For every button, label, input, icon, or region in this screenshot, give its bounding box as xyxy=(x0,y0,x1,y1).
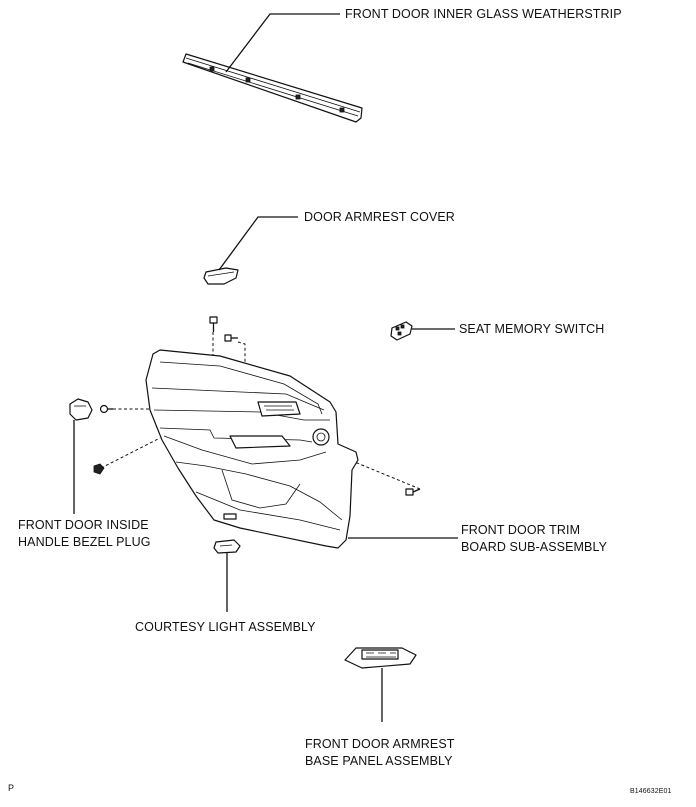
bezel-plug-label-line1: FRONT DOOR INSIDE xyxy=(18,518,149,532)
corner-mark: P xyxy=(8,783,15,793)
armrest-base-panel-icon xyxy=(344,647,417,669)
armrest-cover-part-icon xyxy=(203,267,239,285)
figure-code: B146632E01 xyxy=(630,788,672,795)
seat-memory-switch-label: SEAT MEMORY SWITCH xyxy=(459,322,605,336)
weatherstrip-leader xyxy=(225,13,340,73)
base-panel-label-line1: FRONT DOOR ARMREST xyxy=(305,737,455,751)
screw-icon xyxy=(93,316,421,496)
armrest-cover-leader xyxy=(218,216,298,271)
base-panel-label-line2: BASE PANEL ASSEMBLY xyxy=(305,754,453,768)
armrest-cover-label: DOOR ARMREST COVER xyxy=(304,210,455,224)
trim-board-label-line1: FRONT DOOR TRIM xyxy=(461,523,581,537)
trim-board-label-line2: BOARD SUB-ASSEMBLY xyxy=(461,540,608,554)
switch-part-icon xyxy=(390,321,413,341)
courtesy-light-label: COURTESY LIGHT ASSEMBLY xyxy=(135,620,316,634)
door-trim-panel-icon xyxy=(145,349,359,549)
weatherstrip-part-icon xyxy=(182,53,363,123)
bezel-plug-label-line2: HANDLE BEZEL PLUG xyxy=(18,535,151,549)
bezel-plug-part-icon xyxy=(69,398,93,421)
courtesy-light-part-icon xyxy=(213,539,241,554)
weatherstrip-label: FRONT DOOR INNER GLASS WEATHERSTRIP xyxy=(345,7,622,21)
